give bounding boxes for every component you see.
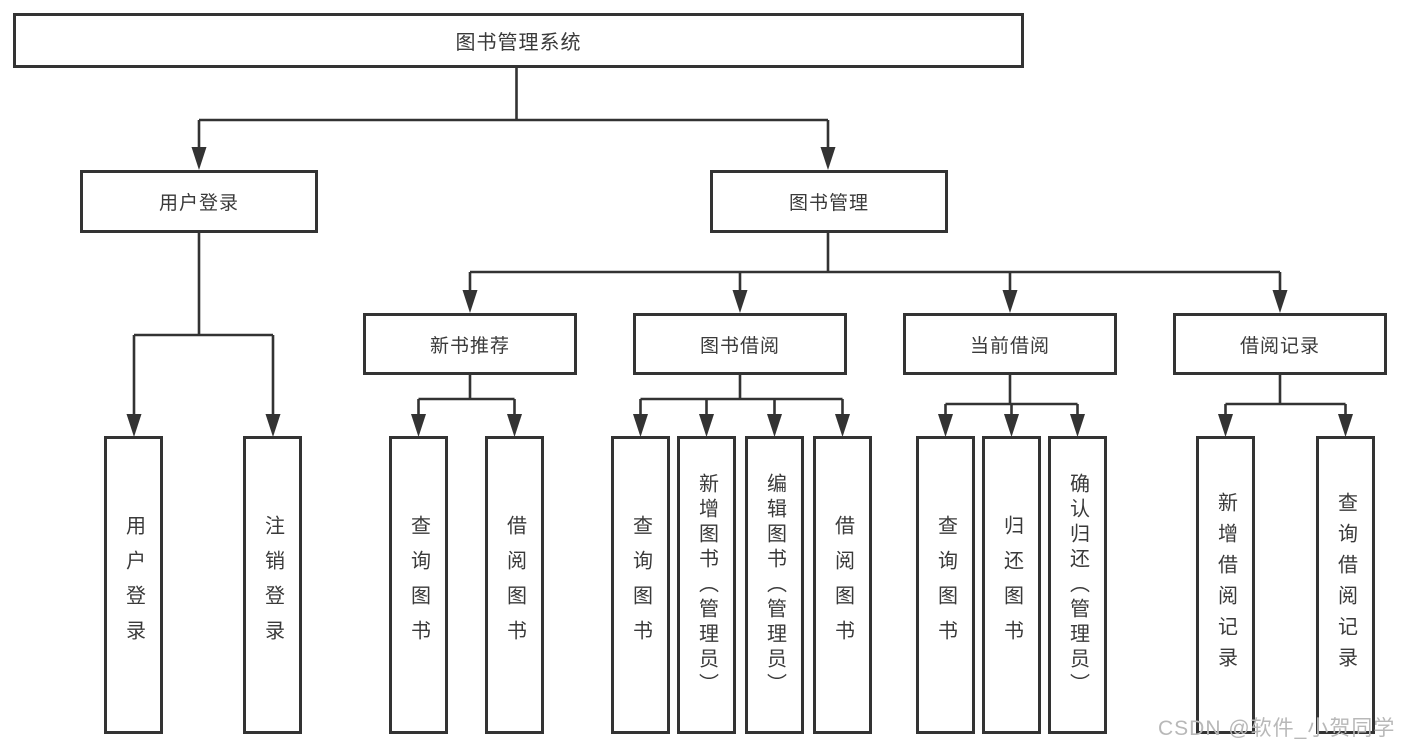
leaf-edit-book-admin: 编辑图书（管理员） [745,436,804,734]
csdn-watermark: CSDN @软件_小贺同学 [1158,717,1396,740]
connector-root-to-level1 [191,68,836,170]
leaf-logout: 注销登录 [243,436,302,734]
node-borrow-records-label: 借阅记录 [1239,335,1320,357]
leaf-current-query-books: 查询图书 [916,436,975,734]
connector-user-login-branch [126,233,281,437]
leaf-borrow-query-books: 查询图书 [611,436,670,734]
leaf-edit-book-admin-label: 编辑图书（管理员） [763,472,786,698]
leaf-user-login-label: 用户登录 [122,515,145,655]
node-book-management-label: 图书管理 [788,193,869,214]
leaf-borrow-borrow-books: 借阅图书 [813,436,872,734]
leaf-confirm-return-admin-label: 确认归还（管理员） [1066,472,1089,698]
leaf-return-books: 归还图书 [982,436,1041,734]
node-current-borrow-label: 当前借阅 [969,335,1050,357]
node-new-book-recommend: 新书推荐 [363,313,577,375]
leaf-query-borrow-record: 查询借阅记录 [1316,436,1375,734]
node-current-borrow: 当前借阅 [903,313,1117,375]
leaf-user-login: 用户登录 [104,436,163,734]
node-root: 图书管理系统 [13,13,1024,68]
connector-current-borrow-branch [938,375,1085,437]
leaf-logout-label: 注销登录 [261,515,284,655]
node-user-login-group-label: 用户登录 [158,193,239,214]
leaf-add-borrow-record-label: 新增借阅记录 [1214,492,1237,678]
leaf-recommend-query-books-label: 查询图书 [407,515,430,655]
leaf-add-book-admin: 新增图书（管理员） [677,436,736,734]
node-book-borrow: 图书借阅 [633,313,847,375]
leaf-recommend-query-books: 查询图书 [389,436,448,734]
leaf-query-borrow-record-label: 查询借阅记录 [1334,492,1357,678]
connector-new-book-recommend-branch [411,375,522,437]
leaf-current-query-books-label: 查询图书 [934,515,957,655]
node-book-management: 图书管理 [710,170,948,233]
leaf-borrow-borrow-books-label: 借阅图书 [831,515,854,655]
leaf-borrow-query-books-label: 查询图书 [629,515,652,655]
node-borrow-records: 借阅记录 [1173,313,1387,375]
leaf-recommend-borrow-books: 借阅图书 [485,436,544,734]
leaf-add-book-admin-label: 新增图书（管理员） [695,472,718,698]
node-new-book-recommend-label: 新书推荐 [429,335,510,357]
leaf-return-books-label: 归还图书 [1000,515,1023,655]
node-book-borrow-label: 图书借阅 [699,335,780,357]
connector-borrow-records-branch [1218,375,1353,437]
connector-book-borrow-branch [633,375,850,437]
node-user-login-group: 用户登录 [80,170,318,233]
leaf-confirm-return-admin: 确认归还（管理员） [1048,436,1107,734]
leaf-add-borrow-record: 新增借阅记录 [1196,436,1255,734]
leaf-recommend-borrow-books-label: 借阅图书 [503,515,526,655]
connector-book-management-branch [462,233,1288,313]
node-root-label: 图书管理系统 [455,32,582,54]
